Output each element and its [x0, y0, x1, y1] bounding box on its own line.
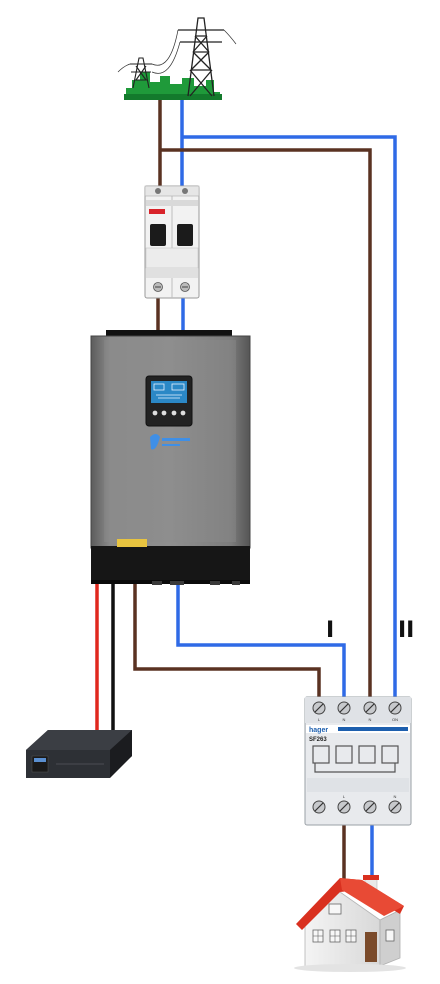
house-icon [294, 875, 406, 972]
changeover-top-label-3: N [369, 717, 372, 722]
wire-live-line-one [133, 584, 321, 700]
breaker-brand-label [149, 209, 165, 214]
wire-live-line-two [160, 148, 372, 700]
changeover-bottom-label-2: N [394, 794, 397, 799]
changeover-top-label-1: L [318, 717, 321, 722]
inverter [90, 330, 251, 585]
line-two-label: II [398, 618, 415, 643]
breaker-toggle-right [177, 224, 193, 246]
inverter-button-3 [171, 410, 177, 416]
inverter-warning-label [117, 539, 147, 547]
house-door [365, 932, 377, 962]
changeover-bottom-label-1: L [343, 794, 346, 799]
changeover-selector-4 [381, 745, 399, 764]
wire-neutral-line-two [182, 135, 397, 700]
line-one-label: I [326, 618, 335, 643]
changeover-selector-2 [335, 745, 353, 764]
breaker-toggle-left [150, 224, 166, 246]
inverter-button-2 [161, 410, 167, 416]
changeover-top-label-2: N [343, 717, 346, 722]
inverter-button-4 [180, 410, 186, 416]
changeover-brand: hager [309, 727, 328, 734]
changeover-switch: L N N ON hager SF263 [304, 696, 412, 826]
changeover-selector-3 [358, 745, 376, 764]
battery [26, 730, 132, 778]
wire-neutral-line-one [176, 584, 346, 700]
inverter-button-1 [152, 410, 158, 416]
changeover-model: SF263 [309, 737, 327, 743]
house-window-4 [385, 929, 395, 942]
inverter-logo-icon [150, 434, 190, 450]
circuit-breaker [144, 185, 200, 299]
changeover-selector-1 [312, 745, 330, 764]
house-window-5 [328, 903, 342, 915]
changeover-top-label-4: ON [392, 717, 398, 722]
inverter-display-screen [151, 381, 187, 403]
wires [95, 96, 397, 885]
power-grid-icon [117, 17, 237, 100]
